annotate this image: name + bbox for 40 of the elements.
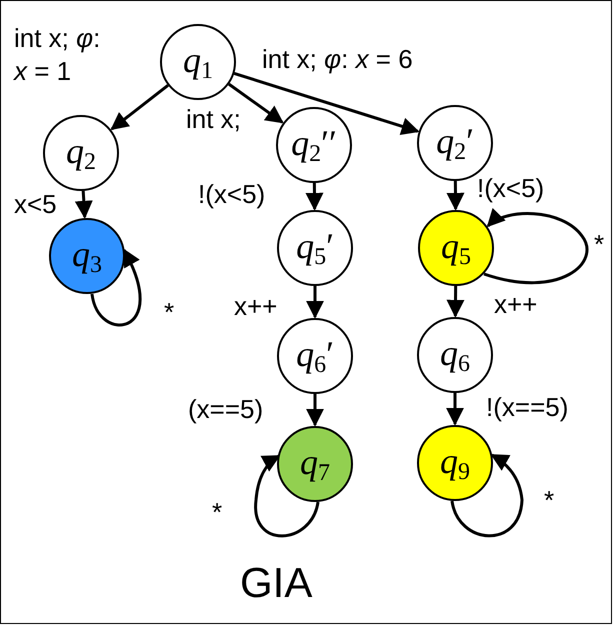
arrow [306,286,324,319]
state-label: q$_{9}$ [440,442,470,484]
arrow [74,190,93,219]
edge-label: * [544,484,554,516]
state-label: q$_{1}$ [183,42,213,82]
arrow [446,286,465,318]
arrow [110,84,169,130]
edge-label: int x; [186,103,241,136]
state-label: q$_{6}$ [440,334,470,376]
caption: GIA [240,562,312,604]
state-label: q$_{2}$′′ [291,124,337,166]
edge-label: * [212,496,222,528]
state-label: q$_{5}$ [441,228,471,268]
edge-label: x<5 [14,188,57,220]
self-loop-arrow [254,454,320,538]
edge-label: * [164,296,174,328]
edge-label: * [594,228,604,260]
state-label: q$_{6}$′ [296,336,334,376]
arrow [234,72,420,135]
edge-label: !(x<5) [477,172,544,204]
state-label: q$_{2}$′ [436,122,474,164]
arrow [446,180,464,211]
edge-label: (x==5) [188,393,264,426]
edge-label: x++ [494,288,538,320]
state-label: q$_{7}$ [300,444,330,484]
state-label: q$_{5}$′ [296,228,334,268]
edge-label: int x; φ: x = 6 [262,43,413,76]
edge-label: !(x<5) [198,178,266,210]
arrow [305,182,324,211]
self-loop-arrow [450,454,524,538]
arrow [446,393,464,426]
self-loop-arrow [484,208,588,284]
state-label: q$_{2}$ [66,132,96,174]
self-loop-arrow [90,248,142,326]
state-label: q$_{3}$ [72,236,102,276]
edge-label: int x; φ: x = 1 [14,22,102,87]
edge-label: !(x==5) [486,391,568,424]
arrow [228,82,284,124]
arrow [306,394,324,427]
edge-label: x++ [234,290,278,322]
